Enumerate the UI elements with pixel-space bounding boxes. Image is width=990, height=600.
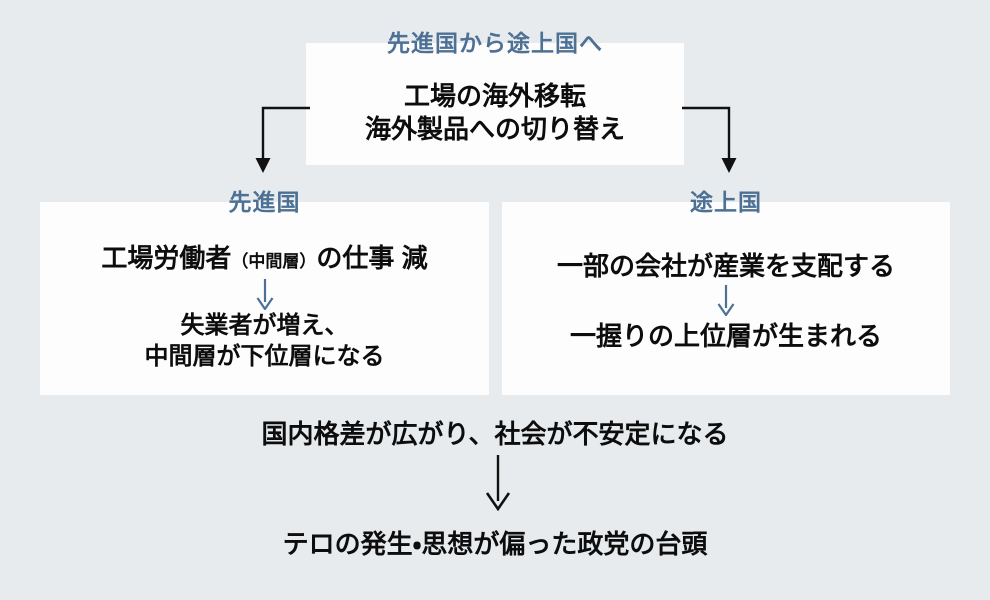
top-box-line-1: 工場の海外移転	[403, 81, 586, 111]
top-box-heading: 先進国から途上国へ	[387, 30, 603, 56]
right-box-line-2: 一握りの上位層が生まれる	[569, 321, 882, 351]
left-box-line-2: 失業者が増え、 中間層が下位層になる	[144, 312, 385, 371]
conclusion-down-arrow-icon	[485, 455, 511, 511]
right-box-panel	[502, 202, 950, 395]
top-box-line-2: 海外製品への切り替え	[364, 114, 625, 144]
top-box-panel	[306, 43, 684, 165]
right-box-heading: 途上国	[690, 189, 762, 215]
left-box-line-1-paren: （中間層）	[231, 252, 317, 271]
left-box-heading: 先進国	[228, 189, 301, 215]
left-box-line-1-part-b: の仕事 減	[316, 243, 428, 273]
conclusion-line-2: テロの発生・思想が偏った政党の台頭	[282, 529, 708, 559]
conclusion-line-1: 国内格差が広がり、社会が不安定になる	[261, 419, 729, 449]
left-box-line-1-part-a: 工場労働者	[101, 243, 232, 273]
right-box-line-1: 一部の会社が産業を支配する	[556, 251, 895, 281]
left-box-line-1: 工場労働者（中間層）の仕事 減	[40, 242, 489, 275]
